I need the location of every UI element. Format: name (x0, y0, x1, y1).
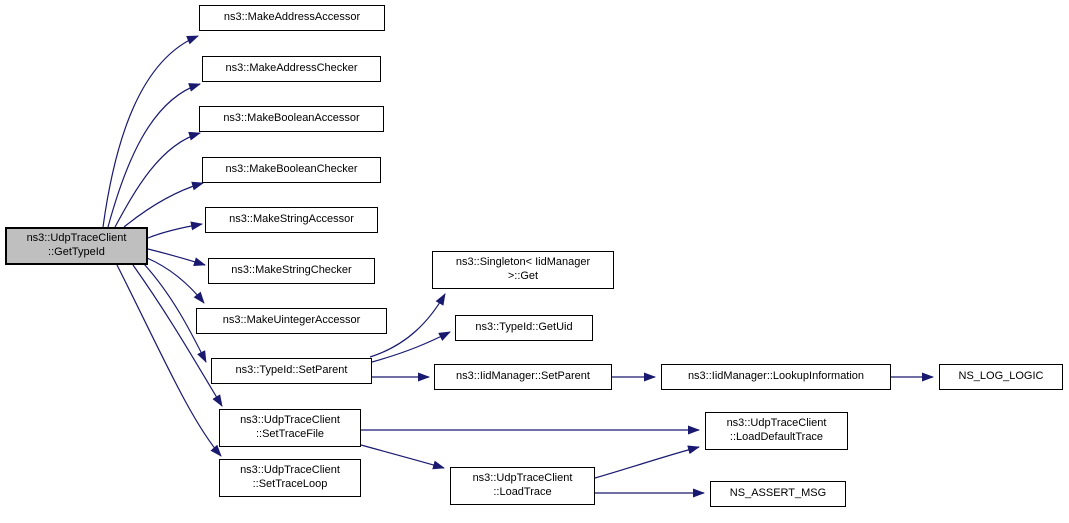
node-label: ns3::IidManager::SetParent (456, 370, 590, 383)
node-label: ns3::Singleton< IidManager >::Get (455, 256, 591, 282)
node-lookupinformation[interactable]: ns3::IidManager::LookupInformation (661, 364, 891, 390)
node-label: NS_ASSERT_MSG (729, 487, 827, 500)
node-label: ns3::MakeBooleanAccessor (223, 112, 360, 125)
node-label: ns3::UdpTraceClient ::LoadDefaultTrace (726, 417, 827, 443)
node-label: ns3::IidManager::LookupInformation (687, 370, 865, 383)
node-label: ns3::UdpTraceClient ::LoadTrace (472, 472, 573, 498)
node-settracefile[interactable]: ns3::UdpTraceClient ::SetTraceFile (219, 409, 361, 447)
node-label: ns3::MakeAddressChecker (225, 62, 358, 75)
edge-gettypeid-makestringaccessor (147, 221, 203, 239)
edge-typeid-setparent-singleton-get (369, 293, 446, 358)
edge-gettypeid-makebooleanchecker (123, 181, 204, 228)
node-label: ns3::UdpTraceClient ::SetTraceFile (240, 414, 340, 440)
node-label: ns3::MakeStringAccessor (229, 213, 354, 226)
node-loaddefaulttrace[interactable]: ns3::UdpTraceClient ::LoadDefaultTrace (705, 412, 848, 450)
node-typeid-getuid[interactable]: ns3::TypeId::GetUid (455, 315, 593, 341)
edge-gettypeid-makeuintegeraccessor (146, 257, 205, 304)
edge-gettypeid-settracefile (132, 264, 223, 407)
node-gettypeid: ns3::UdpTraceClient ::GetTypeId (5, 227, 148, 265)
node-settraceloop[interactable]: ns3::UdpTraceClient ::SetTraceLoop (219, 459, 361, 497)
node-makebooleanchecker[interactable]: ns3::MakeBooleanChecker (202, 157, 381, 183)
edge-gettypeid-makeaddressaccessor (102, 35, 199, 228)
edge-gettypeid-settraceloop (116, 264, 222, 457)
node-ns-assert-msg[interactable]: NS_ASSERT_MSG (710, 481, 846, 507)
edge-gettypeid-makestringchecker (147, 248, 206, 266)
node-label: ns3::MakeStringChecker (231, 264, 352, 277)
edge-settracefile-loadtrace (360, 444, 445, 470)
node-typeid-setparent[interactable]: ns3::TypeId::SetParent (211, 358, 372, 384)
node-label: NS_LOG_LOGIC (958, 370, 1044, 383)
node-makestringchecker[interactable]: ns3::MakeStringChecker (208, 258, 375, 284)
node-makeaddresschecker[interactable]: ns3::MakeAddressChecker (202, 56, 381, 82)
node-makeuintegeraccessor[interactable]: ns3::MakeUintegerAccessor (196, 308, 387, 334)
node-iidmanager-setparent[interactable]: ns3::IidManager::SetParent (434, 364, 612, 390)
node-label: ns3::MakeUintegerAccessor (222, 314, 361, 327)
edge-typeid-setparent-typeid-getuid (371, 331, 451, 363)
edge-gettypeid-makebooleanaccessor (114, 131, 201, 228)
node-label: ns3::MakeBooleanChecker (225, 163, 358, 176)
edge-loadtrace-loaddefaulttrace (594, 445, 700, 479)
node-loadtrace[interactable]: ns3::UdpTraceClient ::LoadTrace (450, 467, 595, 505)
node-ns-log-logic[interactable]: NS_LOG_LOGIC (939, 364, 1063, 390)
node-makeaddressaccessor[interactable]: ns3::MakeAddressAccessor (199, 5, 385, 31)
node-label: ns3::TypeId::SetParent (235, 364, 348, 377)
node-label: ns3::TypeId::GetUid (475, 321, 573, 334)
node-label: ns3::UdpTraceClient ::SetTraceLoop (240, 464, 340, 490)
edge-gettypeid-makeaddresschecker (107, 83, 201, 228)
edge-gettypeid-typeid-setparent (143, 263, 207, 363)
node-singleton-get[interactable]: ns3::Singleton< IidManager >::Get (432, 251, 614, 289)
node-label: ns3::MakeAddressAccessor (223, 11, 361, 24)
node-makebooleanaccessor[interactable]: ns3::MakeBooleanAccessor (199, 106, 384, 132)
node-label: ns3::UdpTraceClient ::GetTypeId (26, 232, 127, 258)
node-makestringaccessor[interactable]: ns3::MakeStringAccessor (205, 207, 378, 233)
